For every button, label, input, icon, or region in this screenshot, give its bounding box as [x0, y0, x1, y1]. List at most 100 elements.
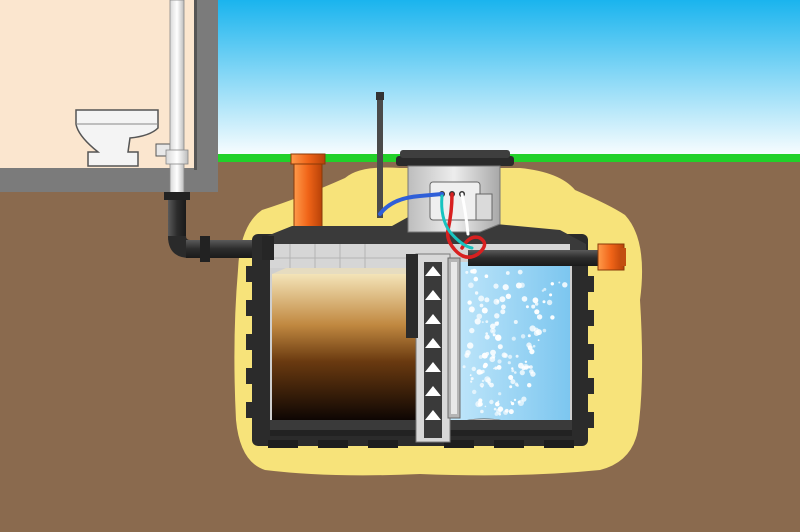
bubble [521, 334, 525, 338]
bubble [465, 271, 468, 274]
bubble [495, 402, 500, 407]
inlet-pipe [262, 236, 274, 260]
bubble [497, 359, 501, 363]
house-wall [196, 0, 218, 192]
bubble [506, 294, 511, 299]
bubble [472, 367, 476, 371]
bubble [477, 314, 483, 320]
bubble [518, 401, 521, 404]
bubble [509, 409, 514, 414]
bubble [514, 371, 517, 374]
bubble [511, 369, 514, 372]
bubble [533, 297, 539, 303]
bubble [562, 282, 567, 287]
bubble [485, 274, 489, 278]
bubble [531, 305, 535, 309]
bubble [512, 337, 516, 341]
bubble [503, 410, 508, 415]
bubble [518, 363, 524, 369]
bubble [465, 350, 470, 355]
bubble [480, 304, 484, 308]
bubble [526, 342, 531, 347]
bubble [469, 328, 474, 333]
bubble [508, 355, 512, 359]
bubble [463, 365, 466, 368]
bubble [495, 322, 499, 326]
bubble [497, 365, 502, 370]
bubble [533, 345, 536, 348]
bubble [543, 329, 547, 333]
bubble [506, 271, 510, 275]
bubble [472, 390, 476, 394]
bubble [494, 408, 497, 411]
bubble [478, 402, 483, 407]
house-stack [170, 0, 184, 196]
bubble [482, 321, 484, 323]
bubble [498, 336, 500, 338]
bubble [534, 309, 539, 314]
bubble [537, 314, 542, 319]
bubble [489, 400, 493, 404]
bubble [475, 291, 478, 294]
bubble [492, 330, 494, 332]
bubble [495, 412, 499, 416]
bubble [493, 357, 495, 359]
bubble [516, 355, 519, 358]
antenna [376, 92, 384, 218]
bubble [508, 375, 513, 380]
bubble [520, 370, 525, 375]
bubble [526, 305, 529, 308]
bubble [499, 296, 505, 302]
bubble [485, 332, 488, 335]
bubble [474, 277, 479, 282]
bubble [481, 386, 483, 388]
bubble [529, 349, 534, 354]
bubble [495, 335, 501, 341]
bubble [516, 283, 522, 289]
bubble [494, 313, 499, 318]
bubble [521, 397, 526, 402]
bubble [485, 320, 488, 323]
bubble [480, 410, 484, 414]
bubble [493, 333, 496, 336]
bubble [503, 353, 508, 358]
bubble [509, 385, 512, 388]
house-floor [0, 168, 218, 192]
bubble [518, 270, 523, 275]
bubble [470, 269, 474, 273]
bubble [482, 353, 488, 359]
wall-edge [194, 0, 197, 170]
bubble [494, 367, 497, 370]
bubble [558, 282, 560, 284]
bubble [538, 339, 540, 341]
bubble [542, 290, 544, 292]
bubble [515, 383, 518, 386]
bubble [529, 365, 533, 369]
bubble [525, 361, 527, 363]
bubble [549, 293, 552, 296]
bubble [482, 380, 484, 382]
bubble [484, 297, 489, 302]
bubble [493, 284, 498, 289]
bubble [480, 371, 483, 374]
bubble [498, 413, 501, 416]
bubble [488, 382, 491, 385]
bubble [485, 335, 490, 340]
bubble [498, 406, 503, 411]
bubble [467, 300, 471, 304]
bubble [530, 325, 536, 331]
bubble [467, 342, 473, 348]
bubble [528, 334, 531, 337]
bubble [479, 355, 483, 359]
bubble [535, 302, 539, 306]
bubble [469, 306, 475, 312]
bubble [496, 300, 499, 303]
bubble [543, 300, 546, 303]
bubble [485, 406, 487, 408]
bubble [522, 296, 528, 302]
bubble [470, 374, 472, 376]
bubble [468, 283, 474, 289]
bubble [551, 282, 554, 285]
bubble [478, 296, 484, 302]
